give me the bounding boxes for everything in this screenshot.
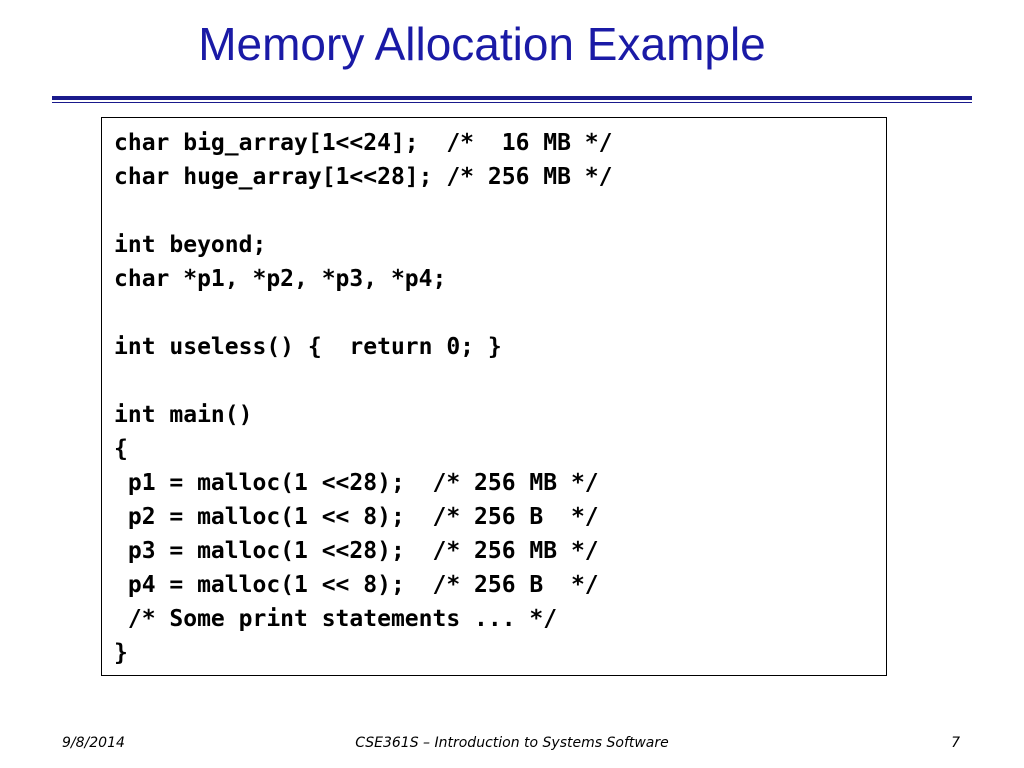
slide-title: Memory Allocation Example (198, 18, 766, 70)
code-line: } (114, 640, 128, 666)
code-line: int main() (114, 402, 253, 428)
footer-course-title: CSE361S – Introduction to Systems Softwa… (355, 735, 669, 751)
code-line: p1 = malloc(1 <<28); /* 256 MB */ (114, 470, 599, 496)
code-line-blank (114, 364, 886, 398)
code-line: int beyond; (114, 232, 267, 258)
code-line: int useless() { return 0; } (114, 334, 502, 360)
code-line: char huge_array[1<<28]; /* 256 MB */ (114, 164, 613, 190)
title-divider-thick (52, 96, 972, 100)
code-line: p2 = malloc(1 << 8); /* 256 B */ (114, 504, 599, 530)
code-line: { (114, 436, 128, 462)
code-line-blank (114, 296, 886, 330)
footer-date: 9/8/2014 (62, 735, 125, 751)
code-line: char big_array[1<<24]; /* 16 MB */ (114, 130, 613, 156)
title-divider-thin (52, 102, 972, 103)
code-block: char big_array[1<<24]; /* 16 MB */ char … (101, 117, 887, 676)
code-line: p3 = malloc(1 <<28); /* 256 MB */ (114, 538, 599, 564)
footer-page-number: 7 (951, 735, 960, 751)
code-line: /* Some print statements ... */ (114, 606, 558, 632)
code-line: char *p1, *p2, *p3, *p4; (114, 266, 447, 292)
code-line: p4 = malloc(1 << 8); /* 256 B */ (114, 572, 599, 598)
code-line-blank (114, 194, 886, 228)
